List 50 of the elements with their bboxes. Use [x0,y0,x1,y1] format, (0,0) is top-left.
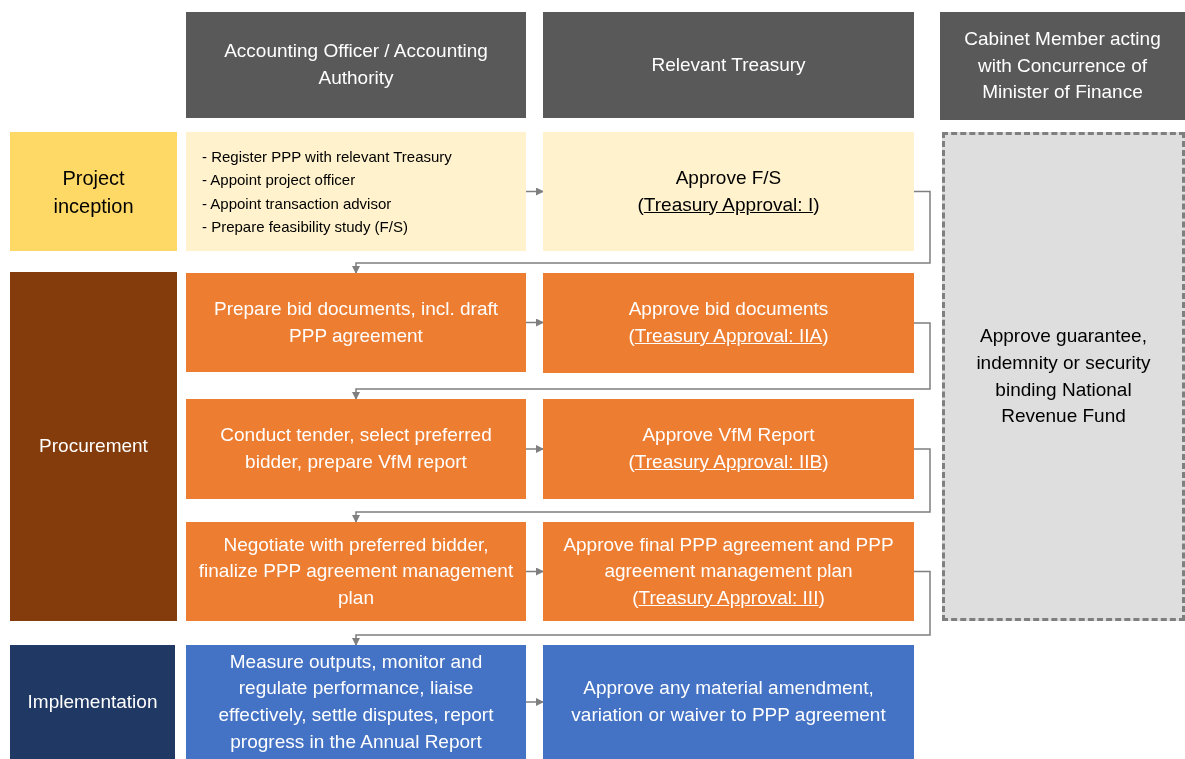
box-text: Negotiate with preferred bidder, finalize PPP agreement management plan [198,532,514,610]
connector-arrow [525,698,544,706]
connector-arrow [525,567,544,576]
task-item: - Appoint transaction advisor [202,193,392,214]
task-item: - Register PPP with relevant Treasury [202,147,452,167]
phase-box [10,132,177,251]
connector-arrow [525,445,544,453]
phase-box [10,645,175,759]
task-box [543,645,914,759]
task-box [543,273,914,373]
task-box [543,399,914,499]
column-header [940,12,1185,120]
column-header [186,12,526,118]
connector-arrow [525,187,544,196]
box-text: Accounting Officer / Accounting Authority [223,39,489,90]
box-text: Approve guarantee, indemnity or security binding National Revenue Fund [975,324,1152,429]
task-box [186,132,526,251]
task-item: - Appoint project officer [202,170,356,191]
box-text: Approve VfM Report [642,423,815,448]
connector-arrow [525,318,544,327]
box-text: Prepare bid documents, incl. draft PPP agreement [212,296,500,348]
task-box [543,132,914,251]
approval-reference: (Treasury Approval: I) [637,192,820,217]
task-box [186,399,526,499]
approval-box [942,132,1185,621]
task-box [186,273,526,372]
box-text: Approve final PPP agreement and PPP agreement management plan [562,532,895,584]
box-text: Measure outputs, monitor and regulate performance, liaise effectively, settle disputes, report progress in the Annual Report [217,649,495,754]
box-text: Approve bid documents [628,297,829,322]
approval-reference: (Treasury Approval: III) [632,585,825,610]
column-header [543,12,914,118]
box-text: Implementation [27,689,158,714]
box-text: Approve F/S [675,165,782,190]
task-box [186,522,526,621]
task-item: - Prepare feasibility study (F/S) [202,216,408,237]
box-text: Project inception [52,165,135,219]
task-box [186,645,526,759]
connector-arrow [352,322,931,400]
connector-arrow [352,190,931,274]
box-text: Relevant Treasury [651,52,806,77]
box-text: Cabinet Member acting with Concurrence of Minister of Finance [963,27,1162,105]
task-box [543,522,914,621]
box-text: Procurement [39,434,148,459]
approval-reference: (Treasury Approval: IIA) [628,324,829,348]
connector-arrow [352,570,931,646]
box-text: Approve any material amendment, variation or waiver to PPP agreement [570,676,887,727]
box-text: Conduct tender, select preferred bidder, prepare VfM report [219,423,493,474]
approval-reference: (Treasury Approval: IIB) [628,450,829,474]
connector-arrow [352,448,931,523]
phase-box [10,272,177,621]
